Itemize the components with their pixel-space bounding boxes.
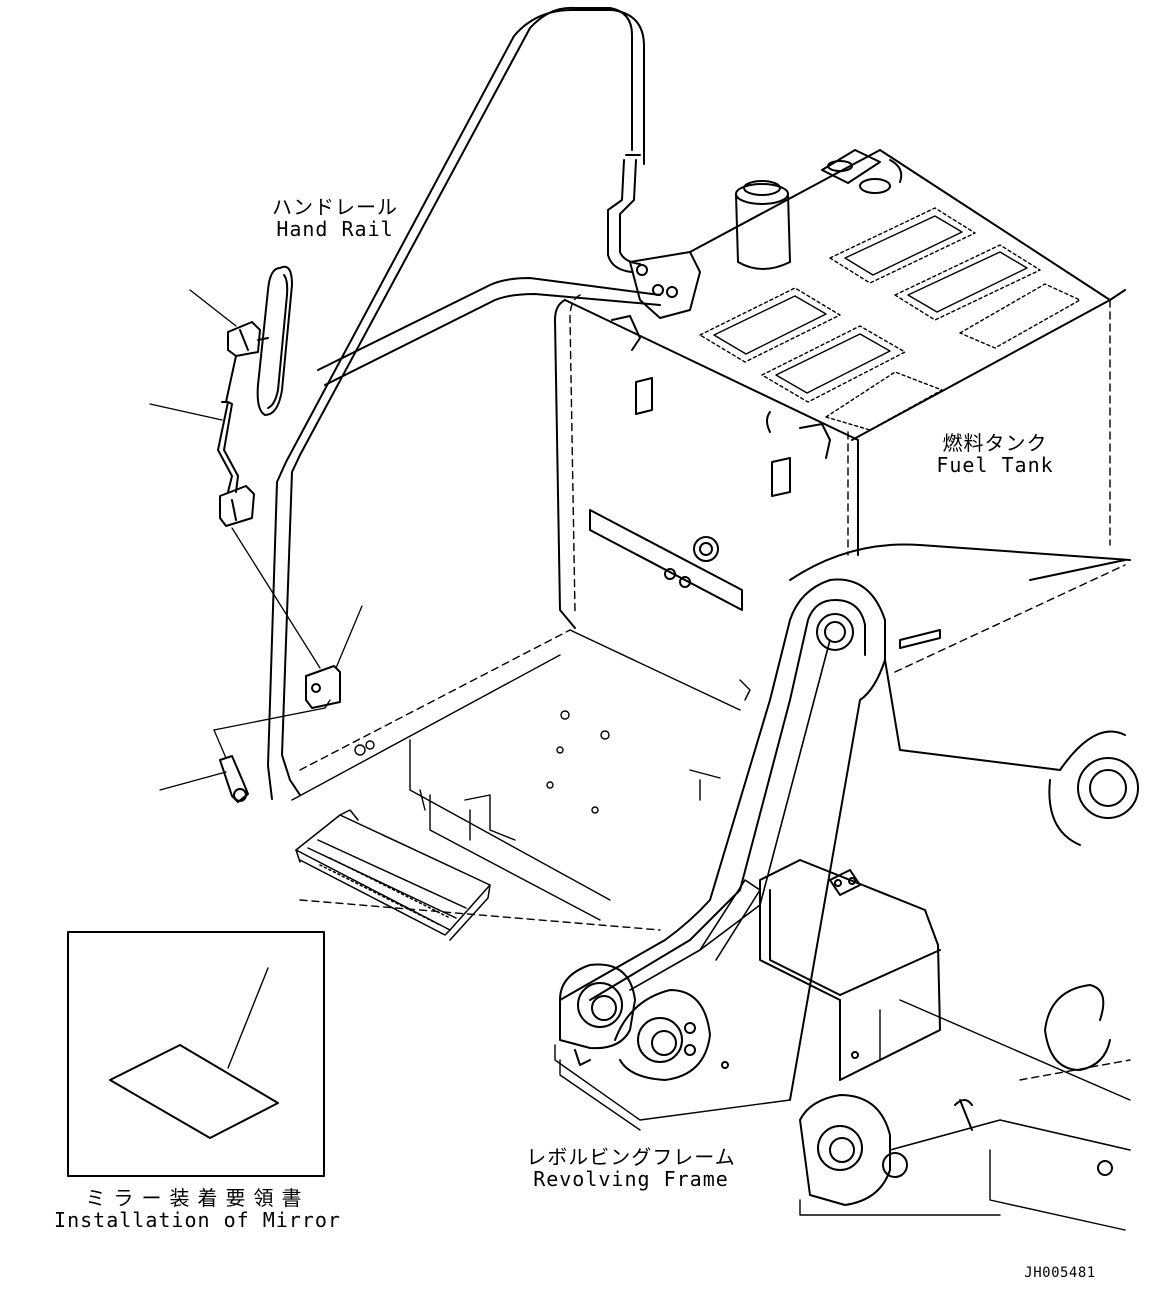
hand-rail-label-jp: ハンドレール <box>272 195 398 219</box>
hand-rail-label: ハンドレール Hand Rail <box>265 196 405 240</box>
fuel-tank-label-en: Fuel Tank <box>936 453 1054 477</box>
fuel-tank-label: 燃料タンク Fuel Tank <box>930 432 1060 476</box>
drawing-code: JH005481 <box>1024 1265 1096 1281</box>
revolving-frame-label-en: Revolving Frame <box>533 1167 729 1191</box>
under-frame <box>292 630 750 930</box>
fuel-tank <box>555 150 1125 628</box>
installation-manual-box <box>68 932 324 1176</box>
revolving-frame-label: レボルビングフレーム Revolving Frame <box>526 1146 736 1190</box>
fuel-tank-label-jp: 燃料タンク <box>942 431 1048 455</box>
revolving-frame <box>555 544 1138 1230</box>
installation-label: ミラー装着要領書 Installation of Mirror <box>50 1187 345 1231</box>
mirror-assembly <box>150 267 362 802</box>
revolving-frame-label-jp: レボルビングフレーム <box>526 1145 736 1169</box>
installation-label-en: Installation of Mirror <box>54 1208 341 1232</box>
hand-rail <box>268 8 660 799</box>
step <box>296 810 490 940</box>
installation-label-jp: ミラー装着要領書 <box>85 1186 310 1210</box>
hand-rail-label-en: Hand Rail <box>276 217 394 241</box>
